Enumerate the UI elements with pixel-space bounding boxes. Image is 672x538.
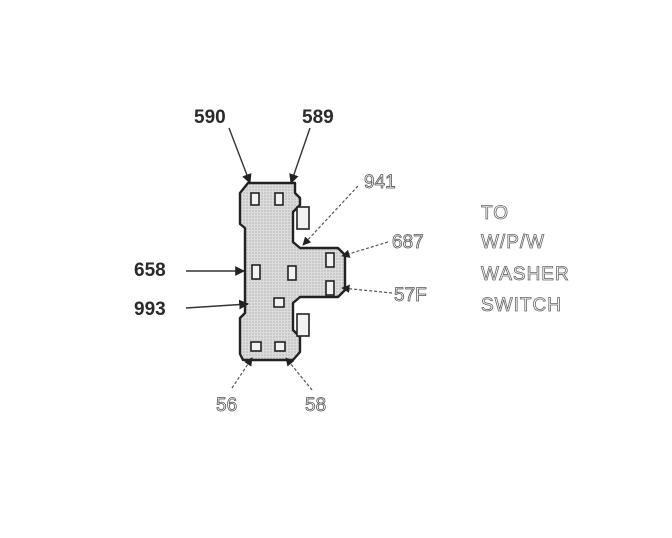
leader-941 (302, 185, 359, 246)
note-line-3: WASHER (481, 264, 570, 285)
leader-56 (231, 357, 253, 389)
label-687: 687 (392, 232, 424, 253)
label-993: 993 (134, 299, 166, 320)
note-line-1: TO (481, 203, 509, 224)
label-57f: 57F (394, 285, 427, 306)
upper-latch-tab (296, 206, 310, 230)
note-line-2: W/P/W (481, 232, 545, 253)
terminal-993 (273, 297, 285, 308)
label-56: 56 (216, 395, 237, 416)
terminal-57f (325, 280, 335, 296)
label-658: 658 (134, 260, 166, 281)
terminal-687 (325, 252, 335, 268)
leader-993 (185, 299, 249, 310)
leader-58 (285, 357, 313, 391)
terminal-589 (274, 192, 284, 206)
terminal-center (287, 265, 297, 281)
terminal-658 (251, 264, 261, 280)
label-58: 58 (305, 395, 326, 416)
leader-590 (228, 127, 252, 184)
label-941: 941 (364, 172, 396, 193)
leader-57f (341, 284, 393, 294)
terminal-58 (274, 341, 286, 352)
lower-latch-tab (296, 313, 310, 337)
label-590: 590 (194, 107, 226, 128)
leader-589 (289, 127, 311, 184)
terminal-56 (250, 341, 262, 352)
terminal-590 (250, 192, 260, 206)
note-line-4: SWITCH (481, 295, 562, 316)
leader-687 (341, 241, 389, 258)
label-589: 589 (302, 107, 334, 128)
